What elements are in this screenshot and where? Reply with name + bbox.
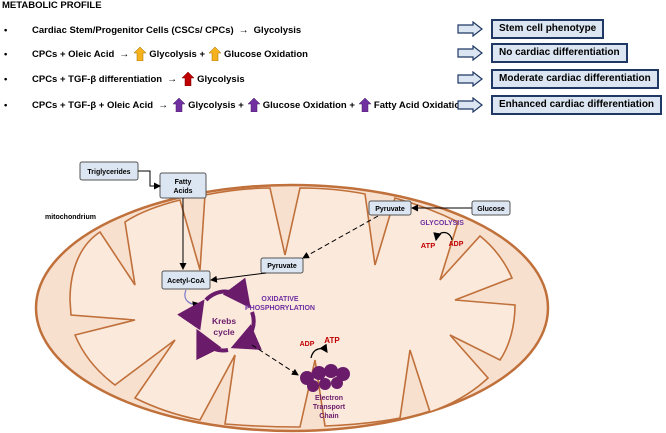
result-3: Moderate cardiac differentiation — [457, 69, 659, 89]
arrow-triglycerides-fatty — [138, 170, 161, 190]
row-condition: CPCs + TGF-β differentiation — [32, 73, 163, 85]
profile-row-2: • CPCs + Oleic Acid → Glycolysis + Gluco… — [4, 46, 308, 62]
glycolysis-label: GLYCOLYSIS — [420, 220, 464, 227]
atp-synthesis-arrow — [310, 343, 328, 359]
krebs-label-2: cycle — [213, 327, 235, 337]
atp-cycle-arrow — [433, 231, 453, 242]
result-box: Enhanced cardiac differentiation — [491, 95, 663, 115]
atp-label: ATP — [421, 241, 435, 250]
adp-label: ADP — [449, 241, 464, 248]
fatty-acids-label-2: Acids — [173, 188, 192, 195]
result-2: No cardiac differentiation — [457, 43, 628, 63]
up-arrow-icon — [182, 72, 195, 86]
profile-row-4: • CPCs + TGF-β + Oleic Acid → Glycolysis… — [4, 97, 466, 113]
adp-etc-label: ADP — [300, 341, 315, 348]
row-outcome: Glycolysis + — [188, 99, 244, 111]
outline-right-arrow-icon — [457, 97, 483, 113]
oxphos-label-2: PHOSPHORYLATION — [245, 305, 315, 312]
outline-right-arrow-icon — [457, 45, 483, 61]
oxphos-label-1: OXIDATIVE — [261, 296, 299, 303]
row-outcome: Fatty Acid Oxidation — [373, 99, 466, 111]
up-arrow-icon — [209, 47, 221, 61]
result-box: No cardiac differentiation — [491, 43, 628, 63]
arrow-pyruvate-acetyl — [210, 272, 267, 283]
pyruvate-mid-box — [260, 257, 304, 274]
result-4: Enhanced cardiac differentiation — [457, 95, 663, 115]
result-box: Moderate cardiac differentiation — [491, 69, 659, 89]
bullet: • — [4, 48, 8, 60]
profile-row-1: • Cardiac Stem/Progenitor Cells (CSCs/ C… — [4, 22, 301, 38]
outline-right-arrow-icon — [457, 71, 483, 87]
electron-transport-chain-icon — [300, 364, 350, 392]
row-condition: CPCs + Oleic Acid — [32, 48, 115, 60]
up-arrow-icon — [358, 98, 371, 112]
acetyl-coa-label: Acetyl-CoA — [167, 278, 205, 285]
glucose-label: Glucose — [477, 206, 505, 213]
row-condition: Cardiac Stem/Progenitor Cells (CSCs/ CPC… — [32, 24, 234, 36]
up-arrow-icon — [134, 47, 147, 61]
bullet: • — [4, 99, 8, 111]
result-1: Stem cell phenotype — [457, 19, 605, 39]
right-arrow-icon: → — [119, 48, 130, 60]
row-outcome: Glycolysis — [253, 24, 302, 36]
profile-row-3: • CPCs + TGF-β differentiation → Glycoly… — [4, 71, 245, 87]
arrow-krebs-etc — [251, 344, 299, 376]
row-outcome: Glucose Oxidation + — [262, 99, 355, 111]
atp-etc-label: ATP — [324, 336, 340, 345]
acetyl-coa-box — [161, 270, 211, 290]
bullet: • — [4, 24, 8, 36]
page-title: METABOLIC PROFILE — [2, 0, 102, 11]
etc-label-1: Electron — [315, 395, 343, 402]
outline-right-arrow-icon — [457, 21, 483, 37]
etc-label-2: Transport — [313, 404, 346, 411]
triglycerides-label: Triglycerides — [87, 169, 130, 176]
up-arrow-icon — [247, 98, 260, 112]
result-box: Stem cell phenotype — [491, 19, 605, 39]
right-arrow-icon: → — [167, 73, 178, 85]
pyruvate-mid-label: Pyruvate — [267, 263, 297, 270]
row-condition: CPCs + TGF-β + Oleic Acid — [32, 99, 154, 111]
right-arrow-icon: → — [158, 99, 169, 111]
row-outcome: Glucose Oxidation — [224, 48, 308, 60]
row-outcome: Glycolysis — [197, 73, 245, 85]
fatty-acids-label-1: Fatty — [175, 179, 192, 186]
up-arrow-icon — [173, 98, 186, 112]
arrow-pyruvate-transport — [302, 215, 379, 259]
pyruvate-top-label: Pyruvate — [375, 206, 405, 213]
etc-label-3: Chain — [319, 413, 338, 420]
krebs-label-1: Krebs — [212, 316, 236, 326]
krebs-cycle-icon — [177, 277, 262, 361]
right-arrow-icon: → — [238, 24, 249, 36]
bullet: • — [4, 73, 8, 85]
mitochondrium-label: mitochondrium — [45, 214, 96, 221]
row-outcome: Glycolysis + — [149, 48, 205, 60]
